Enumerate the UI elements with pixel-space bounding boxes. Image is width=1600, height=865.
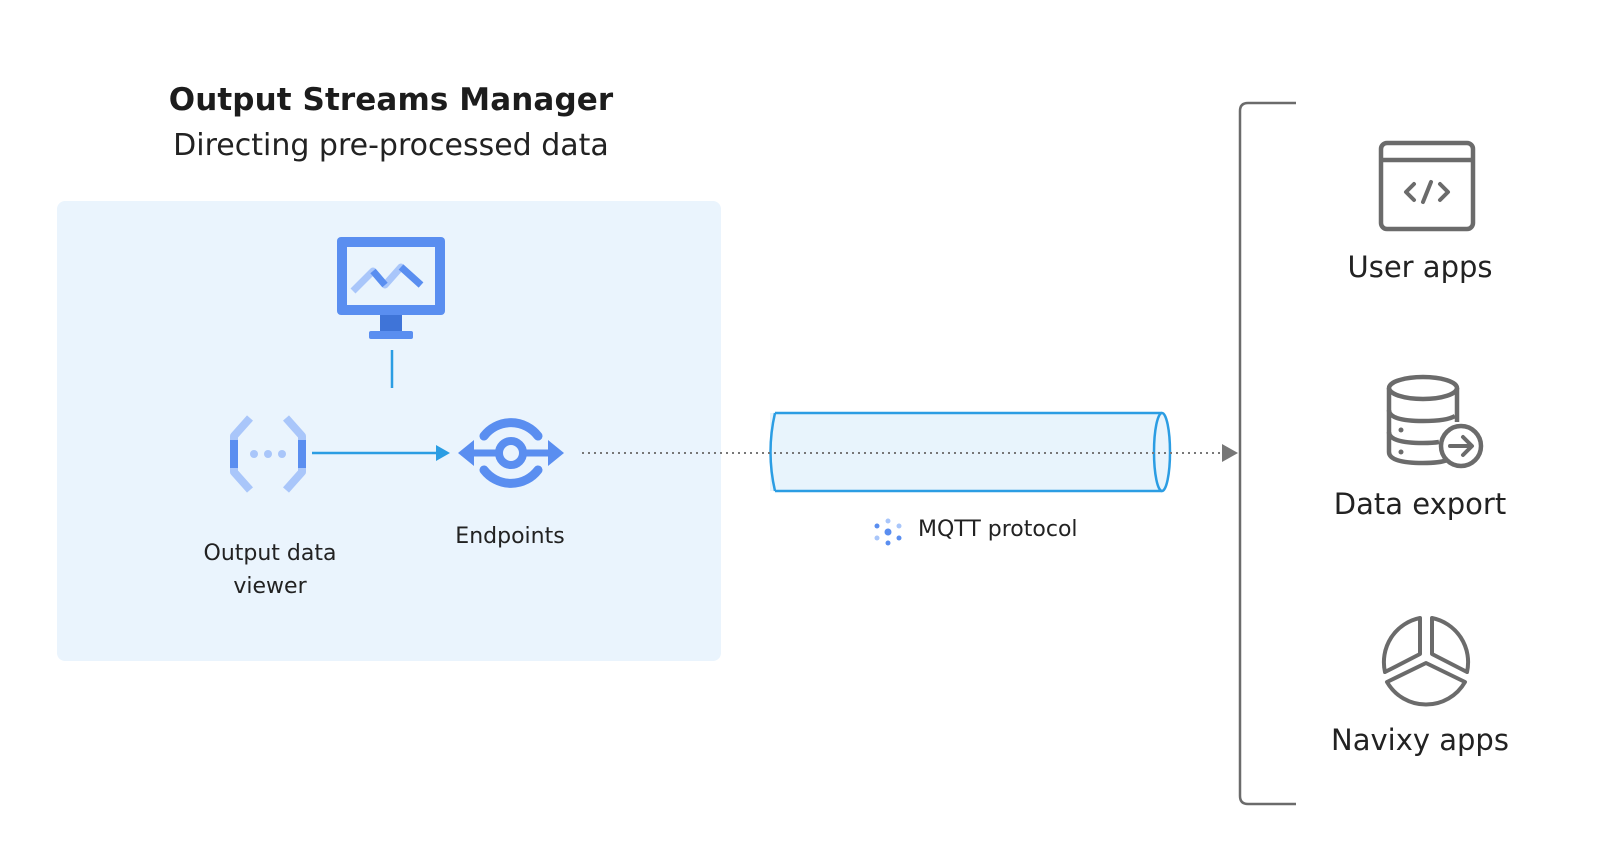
database-export-icon: [1385, 374, 1485, 478]
dotted-line-arrowhead: [1222, 444, 1238, 462]
destinations-bracket: [1238, 101, 1296, 806]
page-title: Output Streams Manager: [168, 82, 614, 118]
monitor-chart-icon: [335, 235, 447, 345]
data-export-label: Data export: [1333, 487, 1507, 521]
endpoints-icon: [456, 410, 566, 500]
page-subtitle: Directing pre-processed data: [173, 128, 609, 163]
navixy-logo-icon: [1377, 614, 1475, 716]
viewer-to-endpoints-arrowhead: [436, 445, 450, 461]
output-data-viewer-label: Output data viewer: [203, 541, 337, 599]
code-window-icon: [1378, 140, 1476, 236]
mqtt-icon: [873, 517, 903, 551]
mqtt-pipe-right-cap: [1152, 411, 1172, 493]
navixy-apps-label: Navixy apps: [1331, 723, 1509, 757]
user-apps-label: User apps: [1347, 250, 1493, 284]
output-data-viewer-icon: [228, 414, 308, 498]
endpoints-label: Endpoints: [455, 524, 565, 549]
mqtt-pipe-left-cap: [769, 412, 777, 492]
mqtt-protocol-label: MQTT protocol: [918, 517, 1078, 542]
